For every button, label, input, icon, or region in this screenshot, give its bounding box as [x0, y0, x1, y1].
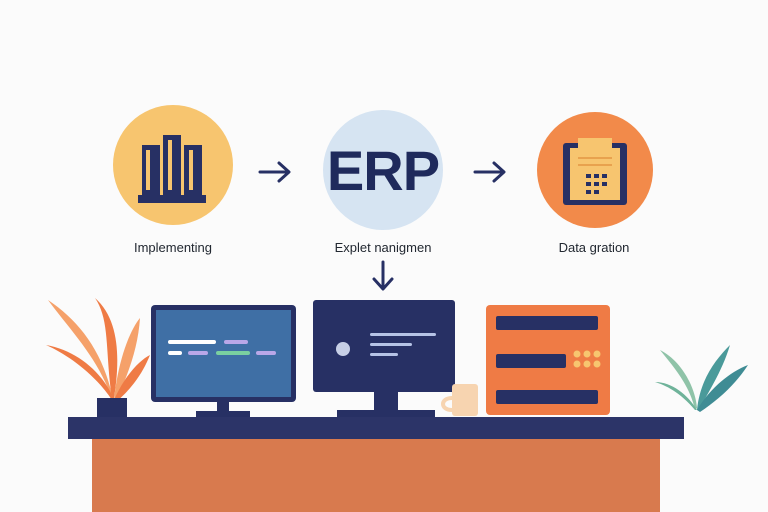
left-monitor	[151, 305, 296, 417]
implementing-label: Implementing	[133, 240, 213, 255]
arrow-right-icon	[258, 161, 291, 183]
data-integration-label: Data gration	[558, 240, 630, 255]
plant-right-icon	[655, 345, 748, 412]
arrow-down-icon	[372, 260, 394, 291]
desk	[68, 417, 684, 512]
arrow-right-icon	[473, 161, 506, 183]
center-monitor	[313, 300, 455, 418]
erp-step-icon: ERP	[323, 110, 443, 230]
server-rack	[486, 305, 610, 415]
coffee-cup-icon	[441, 384, 478, 416]
erp-badge-text: ERP	[327, 139, 439, 202]
erp-caption-label: Explet nanigmen	[334, 240, 432, 255]
implementing-step-icon	[113, 105, 233, 225]
data-integration-step-icon	[537, 112, 653, 228]
plant-left-icon	[46, 298, 150, 418]
